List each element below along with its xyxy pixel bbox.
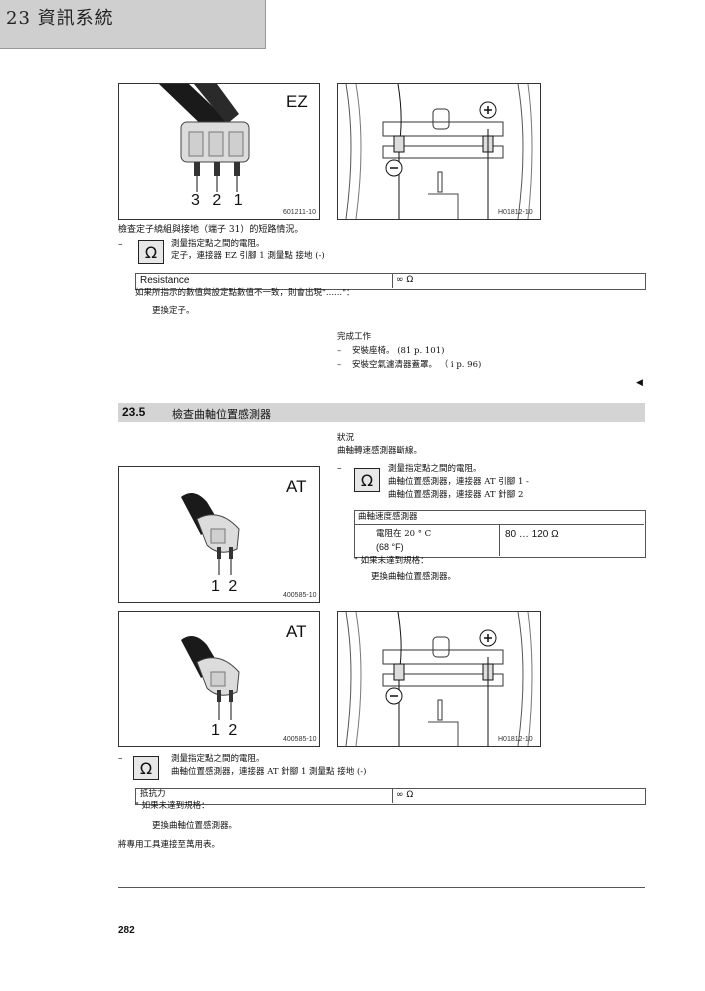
block1-dash: –	[118, 240, 123, 250]
block1-spec-table	[135, 273, 646, 290]
figure-ez-id: 601211-10	[283, 209, 316, 216]
block3-spec-table	[135, 788, 646, 805]
block2-table-condition: 電阻在 20 ° C	[376, 529, 432, 539]
wiring-diagram-illustration	[345, 83, 533, 220]
block2-dash: –	[337, 464, 342, 474]
chapter-tab	[0, 0, 266, 49]
wiring-diagram-illustration-2	[345, 611, 533, 747]
finish-item-2: 安裝空氣濾清器蓋罩。 （ i p. 96)	[352, 360, 482, 370]
block1-omega-icon: Ω	[138, 240, 164, 264]
section-title: 檢查曲軸位置感測器	[172, 408, 271, 421]
figure-at-connector-1	[118, 466, 320, 603]
block3-table-divider	[392, 788, 393, 803]
block1-table-divider	[392, 273, 393, 288]
block2-table-col-rule	[499, 524, 500, 556]
block3-condition: " 如果未達到規格：	[135, 801, 210, 811]
figure-at-pin-numbers-1: 1 2	[211, 578, 240, 595]
figure-ez-pin-numbers: 3 2 1	[191, 192, 247, 209]
figure-wiring-top-id: H01812-10	[498, 209, 533, 216]
at-connector-illustration-2	[181, 636, 240, 720]
figure-at-label-1: AT	[286, 477, 307, 496]
block2-condition: " 如果未達到規格：	[354, 556, 429, 566]
figure-at-id-1: 400585-10	[283, 592, 317, 599]
figure-at-connector-2	[118, 611, 320, 747]
figure-wiring-top	[337, 83, 541, 220]
figure-at-pin-numbers-2: 1 2	[211, 722, 240, 739]
at-connector-illustration-1	[181, 493, 240, 575]
block1-intro: 檢查定子繞組與接地（端子 31）的短路情況。	[118, 225, 304, 235]
block1-line2: 定子，連接器 EZ 引腳 1 測量點 接地 (-)	[171, 251, 325, 261]
finish-title: 完成工作	[337, 332, 372, 342]
block2-omega-icon: Ω	[354, 468, 380, 492]
figure-ez-label: EZ	[286, 92, 308, 111]
figure-wiring-bottom	[337, 611, 541, 747]
section-bar	[118, 403, 645, 422]
block2-table-title: 曲軸速度感測器	[358, 512, 418, 522]
block1-action: 更換定子。	[152, 306, 195, 316]
block2-line3: 曲軸位置感測器，連接器 AT 針腳 2	[388, 490, 524, 500]
block3-dash: –	[118, 754, 123, 764]
block1-table-value: ∞ Ω	[396, 275, 414, 285]
figure-at-id-2: 400585-10	[283, 736, 317, 743]
block2-line2: 曲軸位置感測器，連接器 AT 引腳 1 -	[388, 477, 529, 487]
block3-table-value: ∞ Ω	[396, 790, 414, 800]
figure-at-label-2: AT	[286, 622, 307, 641]
figure-wiring-bottom-id: H01812-10	[498, 736, 533, 743]
figure-ez-connector	[118, 83, 320, 220]
block3-line1: 測量指定點之間的電阻。	[171, 754, 265, 764]
block3-line2: 曲軸位置感測器，連接器 AT 針腳 1 測量點 接地 (-)	[171, 767, 367, 777]
finish-item-2-bullet: –	[337, 360, 342, 370]
block2-condition-title: 狀況	[337, 433, 355, 443]
finish-item-1-bullet: –	[337, 346, 342, 356]
section-number: 23.5	[122, 405, 146, 419]
block1-table-label: Resistance	[140, 275, 190, 286]
end-arrow-icon: ◀	[636, 378, 643, 388]
block3-omega-icon: Ω	[133, 756, 159, 780]
footer-rule	[118, 887, 645, 888]
block2-line1: 測量指定點之間的電阻。	[388, 464, 482, 474]
block2-condition-text: 曲軸轉速感測器斷線。	[337, 446, 423, 456]
page-number: 282	[118, 925, 135, 936]
block2-table-value: 80 … 120 Ω	[505, 529, 559, 540]
block2-action: 更換曲軸位置感測器。	[371, 572, 457, 582]
block3-action: 更換曲軸位置感測器。	[152, 821, 238, 831]
block2-table-condition-f: (68 °F)	[376, 542, 404, 552]
finish-item-1: 安裝座椅。 (81 p. 101)	[352, 346, 445, 356]
ez-connector-illustration	[159, 84, 250, 192]
block1-line1: 測量指定點之間的電阻。	[171, 239, 265, 249]
block2-spec-table	[354, 510, 646, 558]
chapter-title: 23 資訊系統	[6, 8, 114, 29]
block1-condition: 如果所指示的數值與設定點數值不一致，則會出現"......"：	[135, 288, 355, 298]
block3-table-label: 抵抗力	[140, 789, 166, 799]
block3-note: 將專用工具連接至萬用表。	[118, 840, 221, 850]
